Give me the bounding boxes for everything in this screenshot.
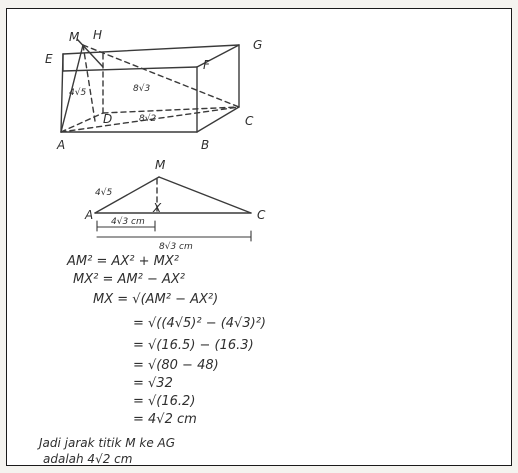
tri-label-ax: 4√3 cm	[111, 216, 145, 227]
tri-label-a: A	[84, 208, 93, 222]
tri-label-m: M	[155, 158, 166, 172]
label-c: C	[245, 114, 254, 128]
label-g: G	[253, 38, 262, 52]
sketch-mark	[76, 38, 104, 68]
step-7: = √32	[133, 376, 173, 391]
label-a: A	[56, 138, 65, 152]
tri-label-ac: 8√3 cm	[159, 241, 193, 252]
side-ma	[94, 176, 160, 214]
tri-label-c: C	[257, 208, 266, 222]
label-b: B	[201, 138, 209, 152]
edge-ad-hidden	[60, 112, 104, 133]
label-ac-length: 8√2	[139, 113, 156, 124]
segment-ac	[60, 106, 240, 133]
step-1: AM² = AX² + MX²	[66, 254, 179, 269]
label-mc-length: 8√3	[133, 83, 150, 94]
step-5: = √(16.5) − (16.3)	[133, 338, 254, 353]
height-mx	[82, 44, 96, 122]
edge-fg	[196, 44, 240, 68]
label-h: H	[93, 28, 102, 42]
side-mc	[158, 176, 252, 214]
step-3: MX = √(AM² − AX²)	[93, 292, 218, 307]
step-9: = 4√2 cm	[133, 412, 197, 427]
conclusion: Jadi jarak titik M ke AG adalah 4√2 cm	[37, 436, 175, 466]
label-e: E	[45, 52, 53, 66]
conclusion-line-1: Jadi jarak titik M ke AG	[37, 436, 175, 450]
handwritten-solution: M H E G F A B C D 4√5 8√3 8√2	[37, 28, 266, 466]
edge-eh	[62, 44, 240, 55]
label-d: D	[103, 112, 112, 126]
calculation-steps: AM² = AX² + MX² MX² = AM² − AX² MX = √(A…	[66, 254, 266, 427]
edge-bc	[196, 106, 240, 133]
segment-mc	[82, 44, 240, 108]
worksheet-paper: M H E G F A B C D 4√5 8√3 8√2	[6, 8, 512, 466]
tri-label-side: 4√5	[95, 187, 112, 198]
label-m: M	[69, 30, 80, 44]
step-2: MX² = AM² − AX²	[73, 272, 185, 287]
segment-ma	[60, 44, 84, 133]
cuboid-figure: M H E G F A B C D 4√5 8√3 8√2	[45, 28, 262, 152]
conclusion-line-2: adalah 4√2 cm	[43, 452, 132, 466]
edge-dc-hidden	[102, 106, 240, 114]
triangle-figure: M A X C 4√5 4√3 cm 8√3 cm	[84, 158, 266, 252]
label-am-length: 4√5	[69, 87, 86, 98]
tri-label-x: X	[152, 201, 162, 215]
step-8: = √(16.2)	[133, 394, 195, 409]
step-4: = √((4√5)² − (4√3)²)	[133, 316, 266, 331]
edge-front-top	[62, 66, 198, 72]
label-f: F	[203, 58, 211, 72]
step-6: = √(80 − 48)	[133, 358, 219, 373]
